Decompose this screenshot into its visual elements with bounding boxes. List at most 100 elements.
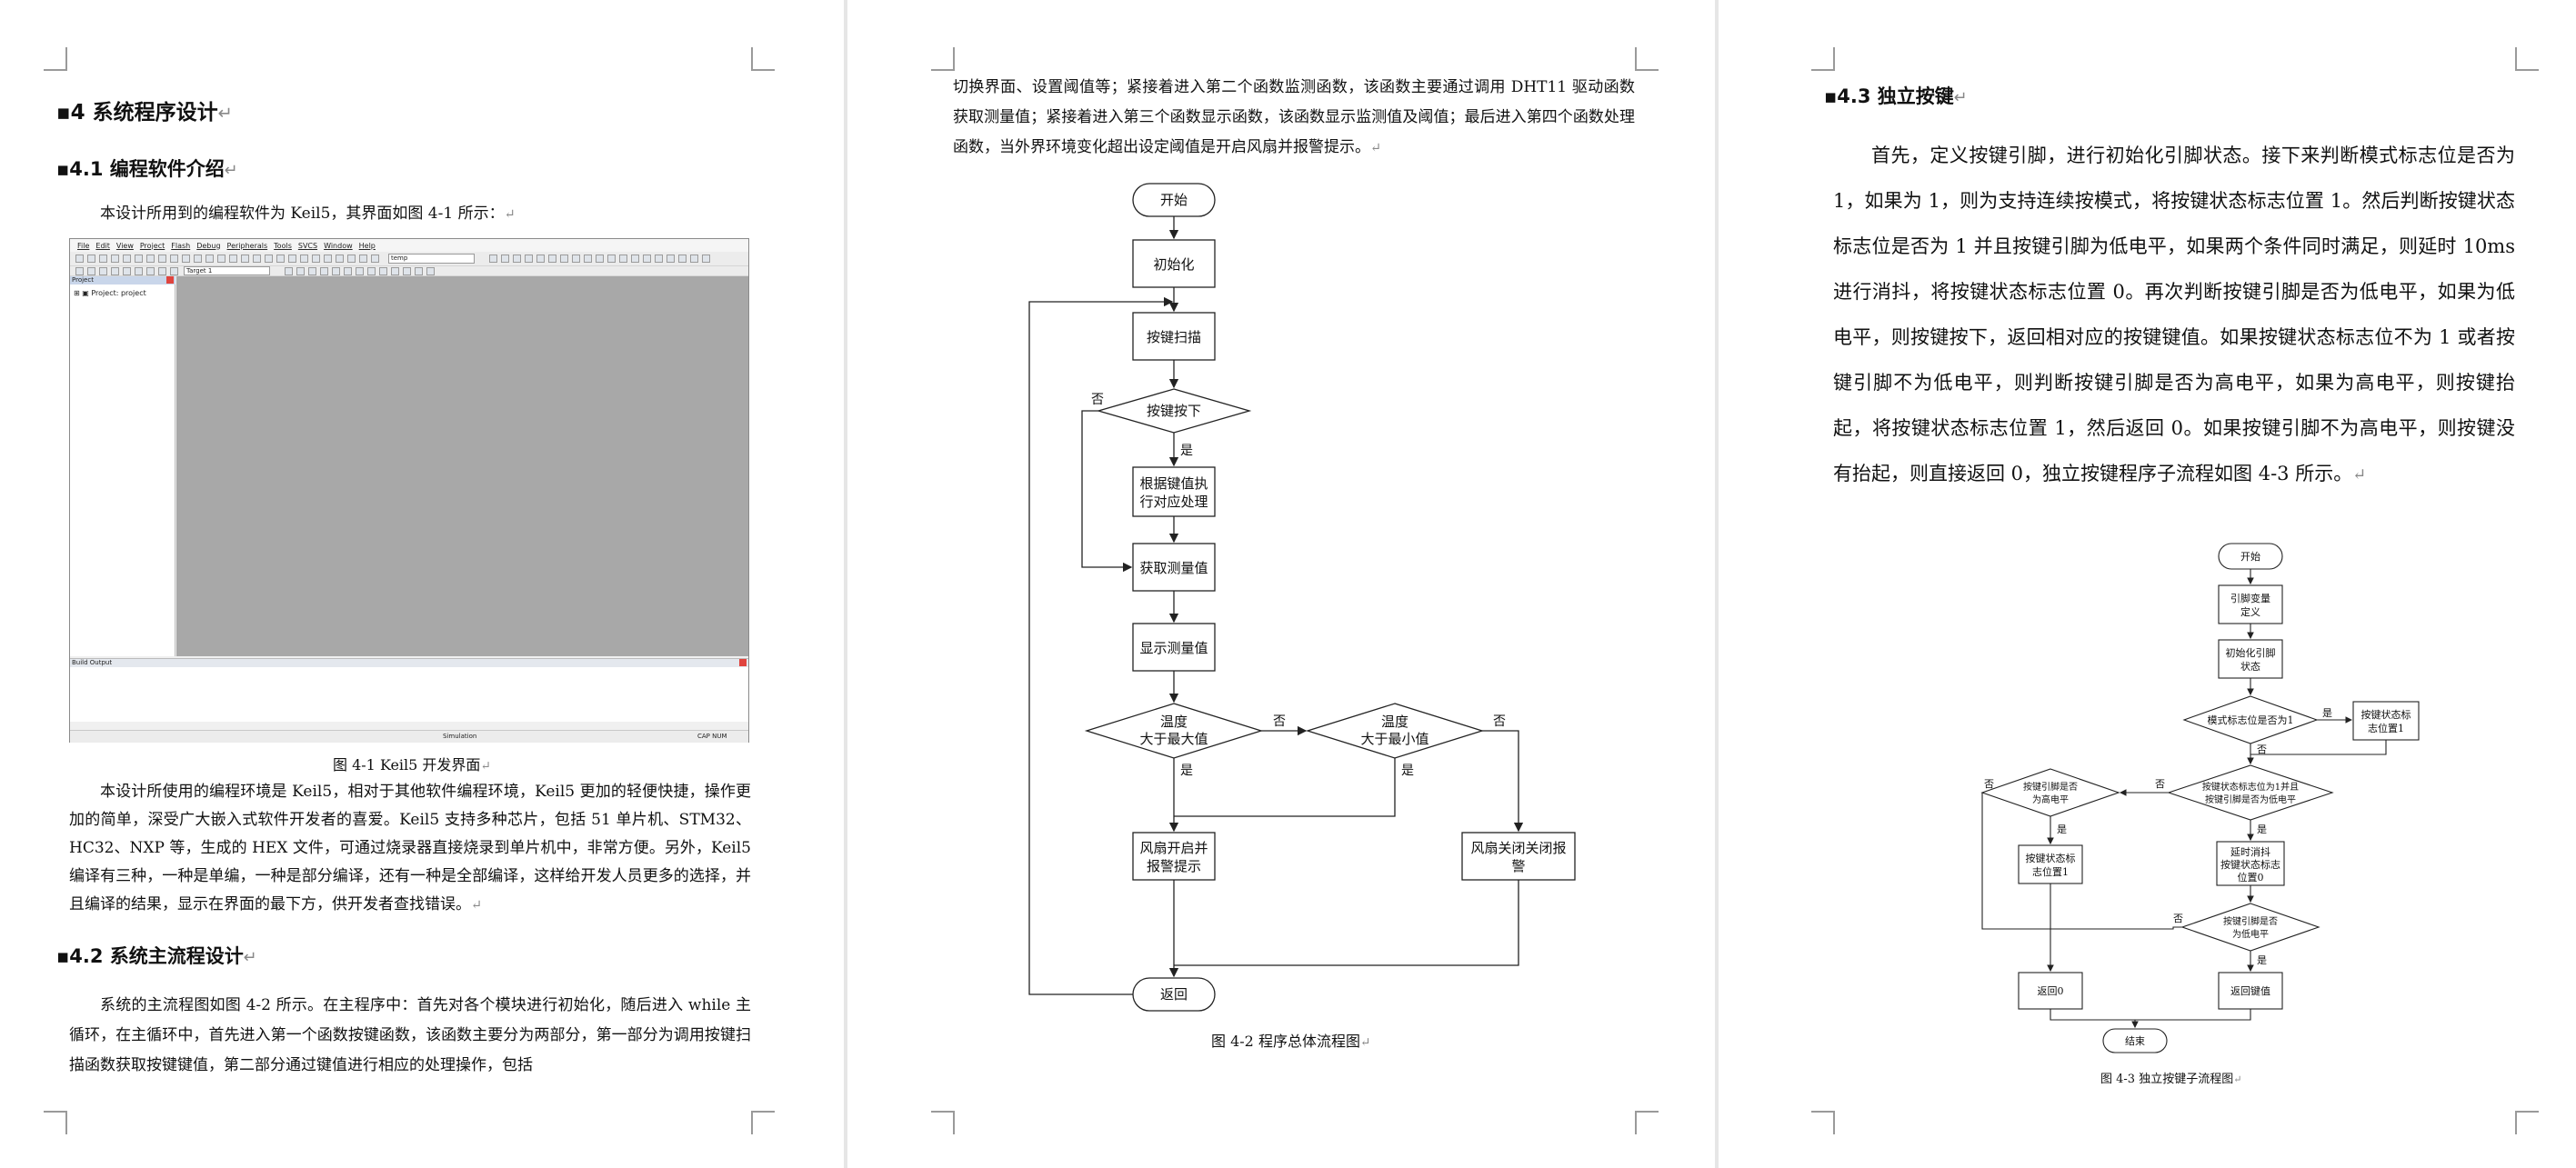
document-page-3: ▪4.3 独立按键↵ 首先，定义按键引脚，进行初始化引脚状态。接下来判断模式标志… — [1719, 0, 2576, 1168]
kf-set1 — [2352, 701, 2420, 741]
toolbar-icon — [111, 255, 119, 263]
kf-delay-label-2: 按键状态标志 — [2220, 858, 2280, 871]
keil-editor-area — [176, 276, 748, 656]
crop-mark — [1811, 47, 1835, 71]
keil-status-simulation: Simulation — [443, 733, 477, 740]
flow-min-label-1: 温度 — [1381, 714, 1408, 730]
kf-no-label: 否 — [1984, 778, 1994, 790]
toolbar-icon — [513, 255, 521, 263]
flow-yes-label: 是 — [1180, 444, 1193, 458]
kf-delay-label-3: 位置0 — [2238, 871, 2264, 883]
kf-init-label-1: 初始化引脚 — [2226, 646, 2276, 659]
toolbar-icon — [324, 255, 332, 263]
keil-menu-item: Flash — [171, 241, 191, 250]
crop-mark — [2515, 1111, 2539, 1134]
keil-build-output-header: Build Output — [70, 659, 748, 667]
kf-delay-label-1: 延时消抖 — [2230, 845, 2270, 858]
toolbar-icon — [285, 267, 293, 275]
caption-fig-4-1[interactable]: 图 4-1 Keil5 开发界面↵ — [333, 756, 491, 774]
toolbar-icon — [379, 267, 387, 275]
kf-init — [2218, 639, 2283, 679]
toolbar-icon — [135, 255, 143, 263]
flow-pressed-label: 按键按下 — [1147, 403, 1201, 419]
keil-project-tree-item: ⊞ ▣ Project: project — [74, 289, 146, 297]
toolbar-icon — [312, 255, 320, 263]
kf-set1b-label-1: 按键状态标 — [2026, 852, 2076, 864]
toolbar-icon — [229, 255, 237, 263]
kf-high-decision — [1980, 768, 2120, 817]
keil-toolbar-2: Target 1 — [70, 266, 748, 276]
paragraph-key-logic[interactable]: 首先，定义按键引脚，进行初始化引脚状态。接下来判断模式标志位是否为 1，如果为 … — [1833, 145, 2515, 484]
toolbar-icon — [99, 267, 107, 275]
keil-project-panel-header: Project — [70, 276, 175, 285]
toolbar-icon — [560, 255, 568, 263]
kf-yes-label: 是 — [2322, 707, 2332, 719]
heading-chapter-4[interactable]: ▪4 系统程序设计↵ — [56, 101, 233, 125]
kf-delay — [2216, 841, 2285, 886]
kf-high-label-2: 为高电平 — [2032, 794, 2069, 805]
flow-handle-label-1: 根据键值执 — [1139, 475, 1208, 492]
flow-no-label: 否 — [1273, 714, 1286, 729]
paragraph-keil5[interactable]: 本设计所使用的编程环境是 Keil5，相对于其他软件编程环境，Keil5 更加的… — [69, 783, 751, 913]
keil-menu-item: Project — [139, 241, 165, 250]
toolbar-icon — [111, 267, 119, 275]
heading-4-1[interactable]: ▪4.1 编程软件介绍↵ — [56, 158, 238, 180]
toolbar-icon — [501, 255, 509, 263]
toolbar-icon — [678, 255, 687, 263]
toolbar-icon — [667, 255, 675, 263]
kf-low-label-2: 为低电平 — [2232, 928, 2269, 940]
keil-menu-item: SVCS — [297, 241, 318, 250]
kf-set1-label-2: 志位置1 — [2368, 722, 2404, 734]
kf-mode-label: 模式标志位是否为1 — [2208, 714, 2294, 726]
caption-fig-4-3[interactable]: 图 4-3 独立按键子流程图↵ — [2100, 1073, 2242, 1086]
crop-mark — [1635, 1111, 1659, 1134]
toolbar-icon — [332, 267, 340, 275]
kf-end — [2102, 1028, 2168, 1053]
toolbar-icon — [548, 255, 556, 263]
toolbar-icon — [367, 267, 376, 275]
flow-scan-label: 按键扫描 — [1147, 329, 1201, 345]
flow-fan-on — [1132, 832, 1216, 881]
toolbar-icon — [217, 255, 226, 263]
heading-4-3[interactable]: ▪4.3 独立按键↵ — [1824, 85, 1968, 107]
flow-start-label: 开始 — [1160, 192, 1188, 208]
flow-fan-on-label-1: 风扇开启并 — [1139, 840, 1208, 856]
kf-end-label: 结束 — [2125, 1035, 2145, 1047]
toolbar-icon — [135, 267, 143, 275]
flow-max-label-2: 大于最大值 — [1139, 731, 1208, 747]
paragraph-continued[interactable]: 切换界面、设置阈值等；紧接着进入第二个函数监测函数，该函数主要通过调用 DHT1… — [953, 78, 1635, 156]
paragraph-main-flow[interactable]: 系统的主流程图如图 4-2 所示。在主程序中：首先对各个模块进行初始化，随后进入… — [69, 996, 751, 1074]
keil-find-combo: temp — [388, 254, 475, 264]
keil-menu-item: Debug — [196, 241, 221, 250]
toolbar-icon — [356, 267, 364, 275]
toolbar-icon — [371, 255, 379, 263]
kf-high-label-1: 按键引脚是否 — [2023, 781, 2078, 793]
toolbar-icon — [87, 255, 95, 263]
crop-mark — [751, 47, 775, 71]
close-icon — [166, 276, 174, 284]
crop-mark — [931, 1111, 955, 1134]
flow-max-label-1: 温度 — [1160, 714, 1188, 730]
kf-define-label-2: 定义 — [2240, 605, 2260, 618]
crop-mark — [44, 1111, 67, 1134]
heading-4-2[interactable]: ▪4.2 系统主流程设计↵ — [56, 945, 257, 967]
keil-menu-item: Tools — [274, 241, 292, 250]
toolbar-icon — [391, 267, 399, 275]
flow-fan-on-label-2: 报警提示 — [1147, 858, 1201, 874]
toolbar-icon — [525, 255, 533, 263]
toolbar-icon — [241, 255, 249, 263]
toolbar-icon — [415, 267, 423, 275]
toolbar-icon — [265, 255, 273, 263]
toolbar-icon — [253, 255, 261, 263]
toolbar-icon — [205, 255, 214, 263]
toolbar-icon — [75, 255, 84, 263]
toolbar-icon — [655, 255, 663, 263]
keil-menu-item: Window — [324, 241, 353, 250]
toolbar-icon — [75, 267, 84, 275]
flow-scan — [1132, 312, 1216, 361]
key-flowchart: 开始 引脚变量 定义 初始化引脚 状态 模式标志位是否为1 按键状态标 志位置1… — [1980, 543, 2420, 1053]
caption-fig-4-2[interactable]: 图 4-2 程序总体流程图↵ — [1211, 1033, 1371, 1050]
paragraph-intro[interactable]: 本设计所用到的编程软件为 Keil5，其界面如图 4-1 所示：↵ — [100, 205, 516, 223]
kf-cond-label-1: 按键状态标志位为1并且 — [2202, 781, 2299, 793]
